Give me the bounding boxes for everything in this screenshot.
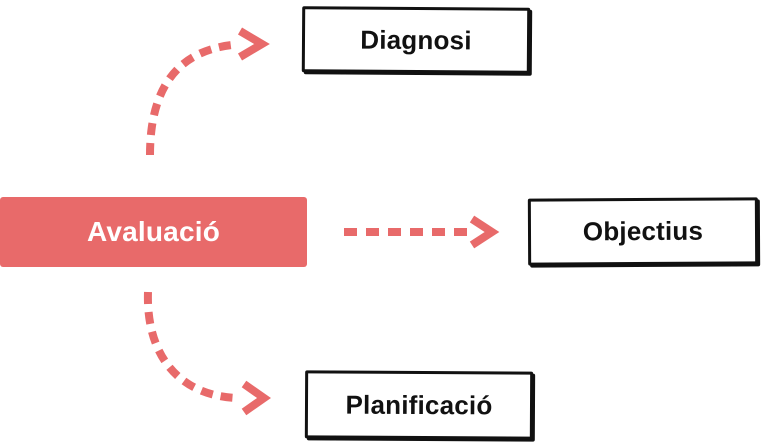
target-node-objectius: Objectius (527, 197, 759, 266)
target-node-label: Objectius (582, 215, 704, 247)
arrowhead-objectius-icon (469, 215, 500, 249)
source-node-label: Avaluació (86, 216, 221, 247)
source-node-avaluacio: Avaluació (0, 197, 307, 267)
target-node-label: Diagnosi (360, 24, 472, 55)
connector-to-planificacio (143, 291, 237, 402)
target-node-planificacio: Planificació (304, 370, 534, 440)
arrowhead-planificacio-icon (241, 380, 271, 416)
target-node-diagnosi: Diagnosi (301, 6, 531, 74)
arrowhead-diagnosi-icon (237, 27, 270, 61)
connector-to-diagnosi (146, 41, 233, 156)
target-node-label: Planificació (345, 389, 493, 420)
